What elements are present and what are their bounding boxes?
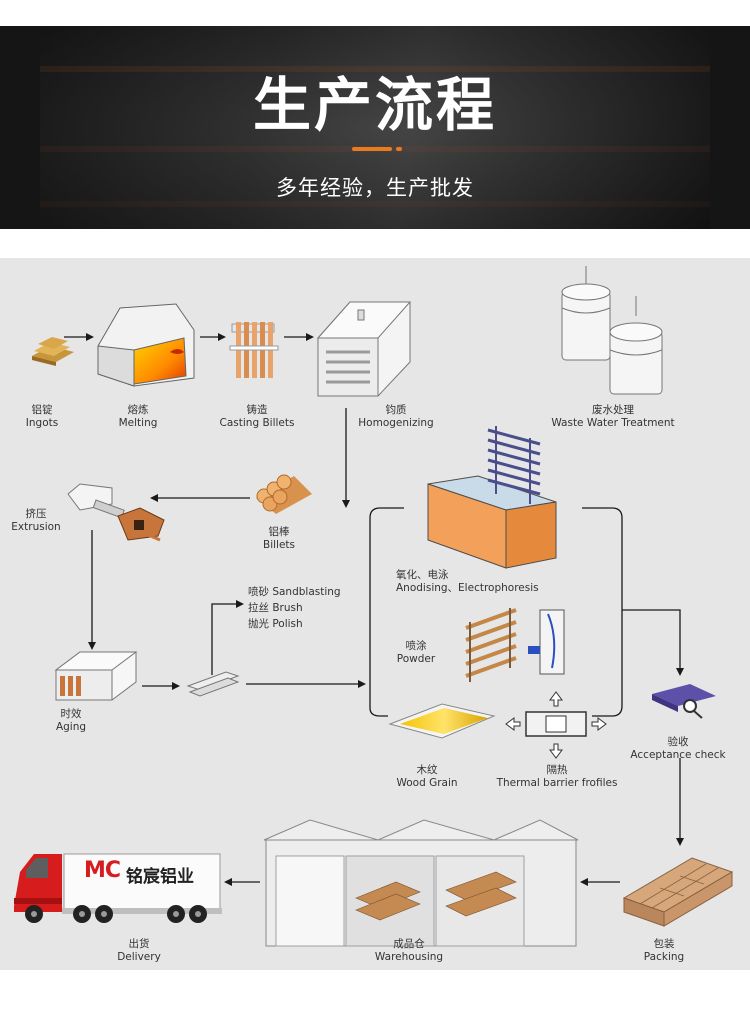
aging-oven-icon <box>54 651 138 701</box>
ingots-icon <box>32 337 74 366</box>
title-accent-dot <box>396 147 402 151</box>
anodising-tank-icon <box>427 426 557 569</box>
powder-coating-icon <box>465 608 565 682</box>
page-title: 生产流程 <box>252 71 497 139</box>
extrusion-press-icon <box>67 483 165 542</box>
process-flow-graphic <box>14 266 734 947</box>
billets-pile-icon <box>256 474 312 514</box>
sandblasting-profiles-icon <box>186 671 240 697</box>
page-subtitle: 多年经验，生产批发 <box>276 176 474 200</box>
title-accent-bar <box>352 147 392 151</box>
thermal-barrier-icon <box>505 691 607 759</box>
homogenizing-icon <box>316 301 412 397</box>
wood-grain-icon <box>388 703 496 739</box>
waste-water-tanks-icon <box>561 266 663 395</box>
casting-billets-icon <box>229 322 279 378</box>
packing-icon <box>622 857 734 927</box>
acceptance-check-icon <box>652 684 716 719</box>
header-banner <box>0 26 750 229</box>
flow-arrows <box>64 333 684 886</box>
warehouse-icon <box>263 819 579 947</box>
delivery-truck-icon <box>14 853 222 923</box>
truck-brand-name: 铭宸铝业 <box>126 867 194 887</box>
melting-furnace-icon <box>97 303 195 387</box>
truck-logo: MC <box>84 858 121 883</box>
